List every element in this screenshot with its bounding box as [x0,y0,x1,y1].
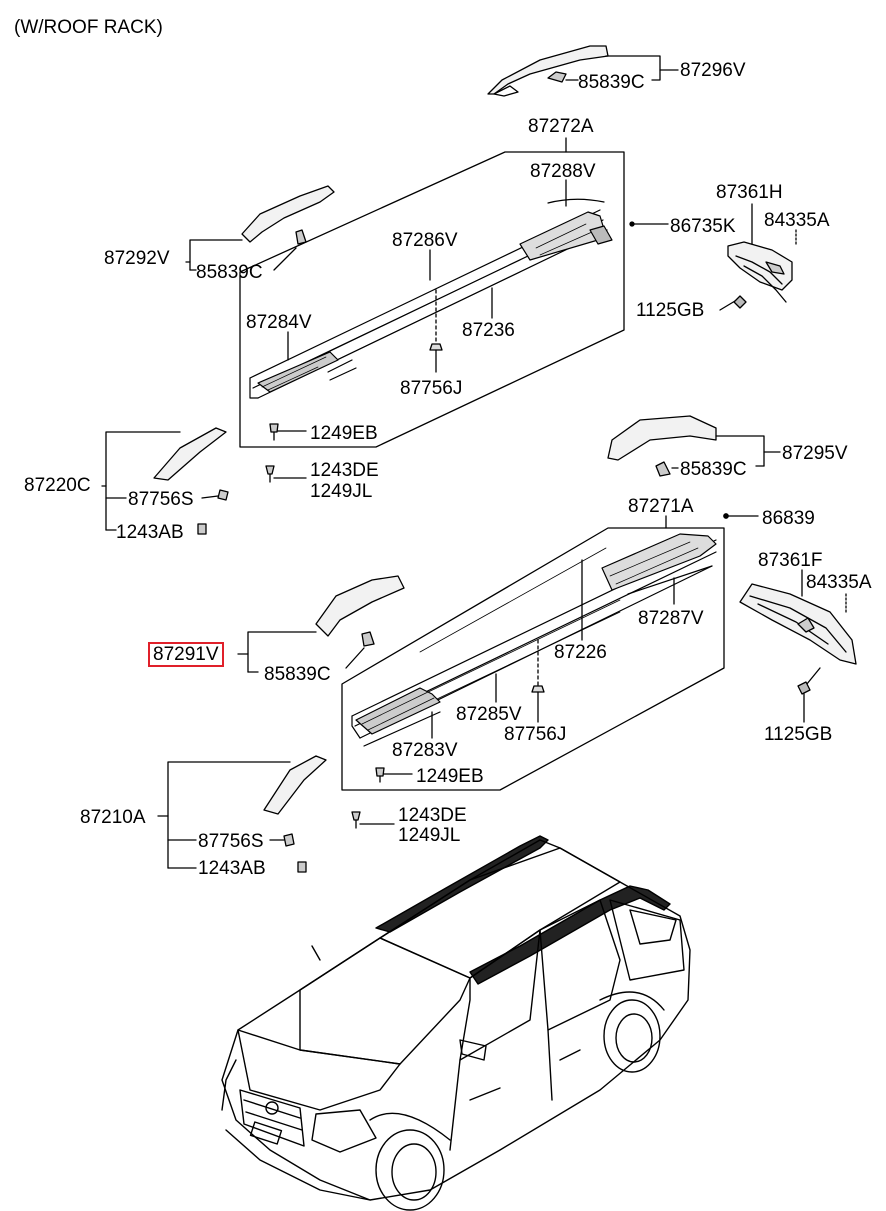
label-1249JL-bot[interactable]: 1249JL [398,825,461,846]
part-87220C [102,428,228,534]
label-87361F[interactable]: 87361F [758,550,823,571]
part-87296V [488,46,678,96]
label-86735K[interactable]: 86735K [670,216,736,237]
label-85839C-left[interactable]: 85839C [196,262,263,283]
label-87295V[interactable]: 87295V [782,443,848,464]
label-87285V[interactable]: 87285V [456,704,522,725]
label-87296V[interactable]: 87296V [680,60,746,81]
label-87756S-top[interactable]: 87756S [128,489,194,510]
label-1249EB-bot[interactable]: 1249EB [416,766,484,787]
label-87756J-top[interactable]: 87756J [400,378,463,399]
label-86839[interactable]: 86839 [762,508,815,529]
upper-roof-rail [250,199,612,398]
label-1243DE-bot[interactable]: 1243DE [398,805,467,826]
vehicle-illustration [222,836,690,1210]
label-87286V[interactable]: 87286V [392,230,458,251]
label-87271A[interactable]: 87271A [628,496,694,517]
label-87272A[interactable]: 87272A [528,116,594,137]
lower-rack-frame [342,528,724,790]
label-85839C-right[interactable]: 85839C [680,459,747,480]
label-1249EB-top[interactable]: 1249EB [310,423,378,444]
label-84335A-top[interactable]: 84335A [764,210,830,231]
label-87287V[interactable]: 87287V [638,608,704,629]
label-87292V[interactable]: 87292V [104,248,170,269]
part-87361H [720,204,796,310]
label-87220C[interactable]: 87220C [24,475,91,496]
label-85839C-top[interactable]: 85839C [578,72,645,93]
label-1249JL-top[interactable]: 1249JL [310,481,373,502]
label-87756S-bot[interactable]: 87756S [198,831,264,852]
label-1125GB-bot[interactable]: 1125GB [764,724,833,745]
bolt-1243DE-top [266,466,306,482]
page-title: (W/ROOF RACK) [14,17,163,38]
lower-roof-rail [352,534,716,746]
upper-rack-frame [240,152,624,447]
part-87291V [238,576,404,672]
label-1243DE-top[interactable]: 1243DE [310,460,379,481]
label-87236[interactable]: 87236 [462,320,515,341]
label-87284V[interactable]: 87284V [246,312,312,333]
bolt-1249EB-top [270,424,306,440]
label-1243AB-bot[interactable]: 1243AB [198,858,266,879]
bolt-1243DE-bot [352,812,394,828]
bolt-1249EB-bot [376,768,412,782]
part-87295V [608,416,780,476]
label-87226[interactable]: 87226 [554,642,607,663]
label-85839C-lower[interactable]: 85839C [264,664,331,685]
label-87361H[interactable]: 87361H [716,182,783,203]
label-87283V[interactable]: 87283V [392,740,458,761]
part-86735K [630,222,668,226]
label-1125GB-top[interactable]: 1125GB [636,300,705,321]
label-87210A[interactable]: 87210A [80,807,146,828]
part-87210A [158,756,326,872]
label-84335A-bot[interactable]: 84335A [806,572,872,593]
part-86839 [724,514,758,518]
label-87288V[interactable]: 87288V [530,161,596,182]
label-87756J-bot[interactable]: 87756J [504,724,567,745]
part-87361F [740,570,856,722]
label-87291V[interactable]: 87291V [148,642,224,667]
part-87292V [186,186,334,270]
label-1243AB-top[interactable]: 1243AB [116,522,184,543]
